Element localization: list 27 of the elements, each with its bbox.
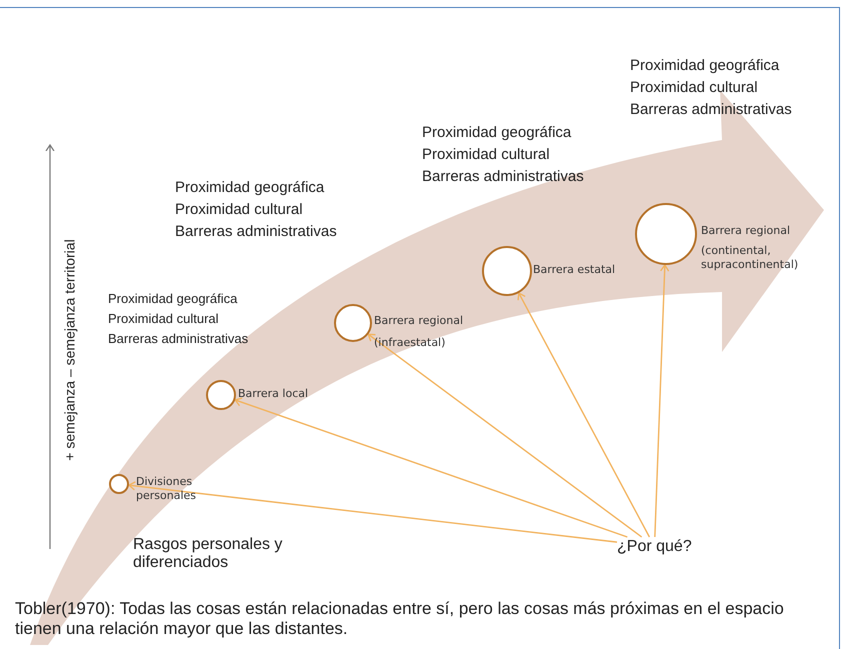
arrow — [368, 334, 642, 538]
text-label: Proximidad cultural — [175, 202, 303, 218]
arrow — [234, 398, 628, 538]
text-label: Proximidad cultural — [422, 147, 550, 164]
node-caption: (continental, supracontinental) — [701, 244, 800, 272]
text-label: Barreras administrativas — [175, 224, 337, 240]
text-label: Proximidad geográfica — [108, 292, 238, 306]
text-label: Proximidad geográfica — [422, 125, 572, 142]
text-label: Proximidad cultural — [108, 312, 219, 326]
text-label: Barreras administrativas — [108, 332, 248, 346]
node-caption: Barrera estatal — [533, 263, 616, 277]
node-caption: Divisiones personales — [136, 475, 198, 502]
text-label: Proximidad cultural — [630, 80, 758, 96]
node-caption: Barrera regional — [374, 314, 464, 328]
arrow — [654, 264, 670, 538]
text-label: Proximidad geográfica — [630, 58, 780, 74]
caption: Tobler(1970): Todas las cosas están relacionadas entre sí, pero las cosas más próximas en el espacio tienen una relación mayor que las distantes. — [15, 599, 785, 640]
arrow — [128, 481, 618, 543]
arrow — [517, 292, 650, 538]
axis-label: + semejanza – semejanza territorial — [62, 239, 78, 461]
text-label: Proximidad geográfica — [175, 180, 324, 196]
node-caption: Barrera regional — [701, 224, 790, 238]
text-label: Rasgos personales y diferenciados — [133, 536, 284, 572]
text-label: Barreras administrativas — [630, 102, 792, 118]
question-label: ¿Por qué? — [617, 537, 692, 556]
text-label: Barreras administrativas — [422, 169, 584, 186]
node-caption: Barrera local — [238, 387, 308, 401]
